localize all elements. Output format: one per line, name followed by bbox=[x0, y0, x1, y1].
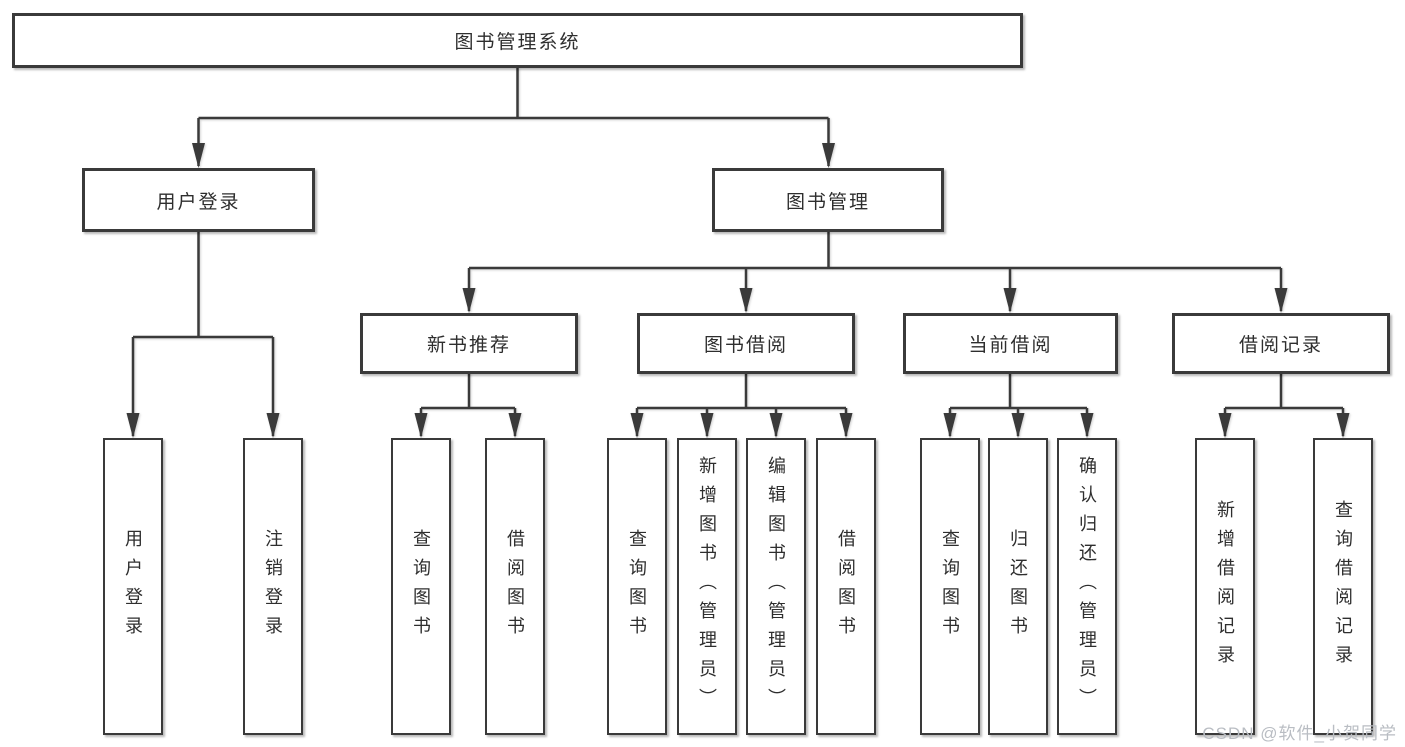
node-user-login-label: 用户登录 bbox=[156, 191, 241, 213]
leaf-user-login: 用户登录 bbox=[103, 438, 163, 735]
leaf-borrow-books-1: 借阅图书 bbox=[485, 438, 545, 735]
node-new-book-recommend: 新书推荐 bbox=[360, 313, 578, 374]
node-user-login: 用户登录 bbox=[82, 168, 315, 232]
leaf-return-books: 归还图书 bbox=[988, 438, 1048, 735]
leaf-add-borrow-record-label: 新增借阅记录 bbox=[1215, 499, 1235, 674]
leaf-query-borrow-record: 查询借阅记录 bbox=[1313, 438, 1373, 735]
leaf-query-books-3: 查询图书 bbox=[920, 438, 980, 735]
leaf-query-books-2-label: 查询图书 bbox=[627, 528, 647, 645]
leaf-borrow-books-2: 借阅图书 bbox=[816, 438, 876, 735]
leaf-user-login-label: 用户登录 bbox=[123, 528, 143, 645]
node-book-management: 图书管理 bbox=[712, 168, 944, 232]
leaf-logout-label: 注销登录 bbox=[263, 528, 283, 645]
node-root-system: 图书管理系统 bbox=[12, 13, 1023, 68]
leaf-edit-books-admin: 编辑图书（管理员） bbox=[746, 438, 806, 735]
leaf-edit-books-admin-label: 编辑图书（管理员） bbox=[766, 456, 786, 717]
node-new-book-recommend-label: 新书推荐 bbox=[426, 335, 511, 356]
node-borrow-records: 借阅记录 bbox=[1172, 313, 1390, 374]
leaf-logout: 注销登录 bbox=[243, 438, 303, 735]
leaf-add-books-admin-label: 新增图书（管理员） bbox=[697, 456, 717, 717]
csdn-watermark: CSDN @软件_小贺同学 bbox=[1202, 724, 1397, 743]
node-current-borrow-label: 当前借阅 bbox=[968, 335, 1053, 356]
node-borrow-records-label: 借阅记录 bbox=[1238, 335, 1323, 356]
leaf-return-books-label: 归还图书 bbox=[1008, 528, 1028, 645]
leaf-add-borrow-record: 新增借阅记录 bbox=[1195, 438, 1255, 735]
leaf-query-books-2: 查询图书 bbox=[607, 438, 667, 735]
node-book-borrow: 图书借阅 bbox=[637, 313, 855, 374]
leaf-confirm-return-admin-label: 确认归还（管理员） bbox=[1077, 456, 1097, 717]
leaf-borrow-books-2-label: 借阅图书 bbox=[836, 528, 856, 645]
leaf-query-books-1-label: 查询图书 bbox=[411, 528, 431, 645]
node-current-borrow: 当前借阅 bbox=[903, 313, 1118, 374]
leaf-borrow-books-1-label: 借阅图书 bbox=[505, 528, 525, 645]
leaf-query-books-1: 查询图书 bbox=[391, 438, 451, 735]
leaf-confirm-return-admin: 确认归还（管理员） bbox=[1057, 438, 1117, 735]
node-root-label: 图书管理系统 bbox=[454, 32, 581, 53]
leaf-query-borrow-record-label: 查询借阅记录 bbox=[1333, 499, 1353, 674]
arrowheads bbox=[126, 143, 1350, 438]
node-book-borrow-label: 图书借阅 bbox=[703, 335, 788, 356]
node-book-management-label: 图书管理 bbox=[785, 191, 870, 213]
leaf-query-books-3-label: 查询图书 bbox=[940, 528, 960, 645]
leaf-add-books-admin: 新增图书（管理员） bbox=[677, 438, 737, 735]
